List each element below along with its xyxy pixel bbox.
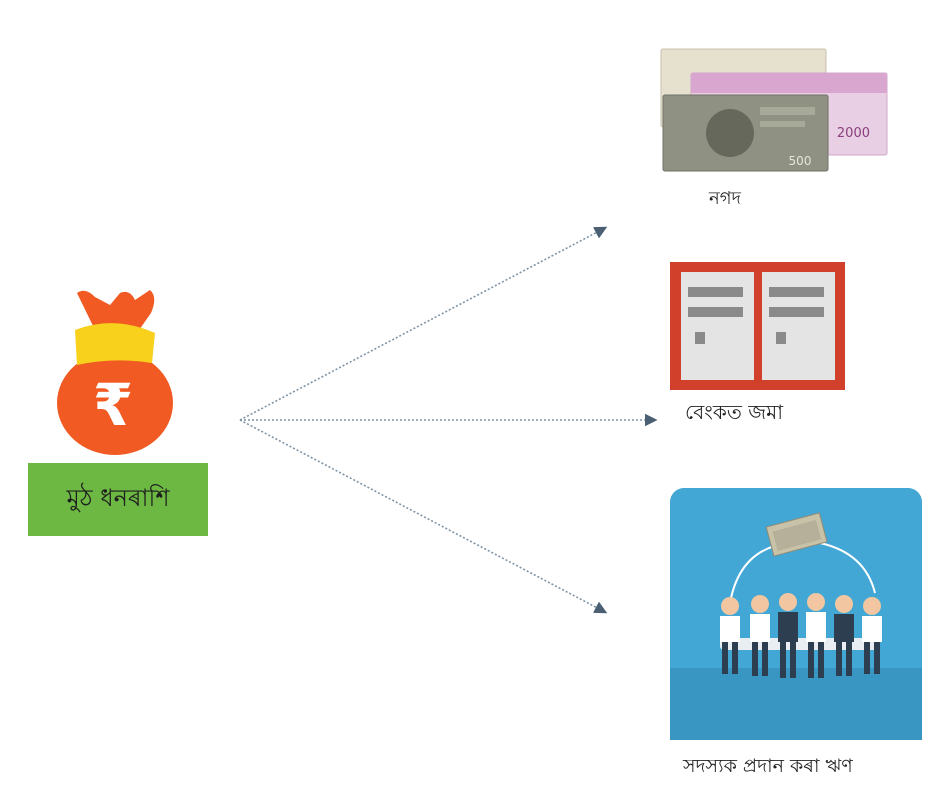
svg-text:₹: ₹	[93, 371, 133, 439]
group-loan-icon	[670, 488, 922, 740]
money-bag-rupee-icon: ₹	[57, 290, 173, 455]
arrow-to-loan	[239, 419, 608, 614]
currency-notes-icon: 2000 500	[660, 48, 888, 172]
arrow-to-cash	[239, 226, 608, 421]
cash-label: নগদ	[709, 188, 741, 209]
total-funds-label: মুঠ ধনৰাশি	[28, 463, 208, 536]
svg-text:2000: 2000	[837, 126, 870, 141]
bank-deposit-icon	[670, 262, 845, 390]
svg-text:500: 500	[789, 154, 812, 168]
bank-deposit-label: বেংকত জমা	[685, 400, 784, 424]
total-funds-text: মুঠ ধনৰাশি	[66, 483, 170, 512]
member-loan-label: সদস্যক প্ৰদান কৰা ঋণ	[683, 755, 853, 777]
